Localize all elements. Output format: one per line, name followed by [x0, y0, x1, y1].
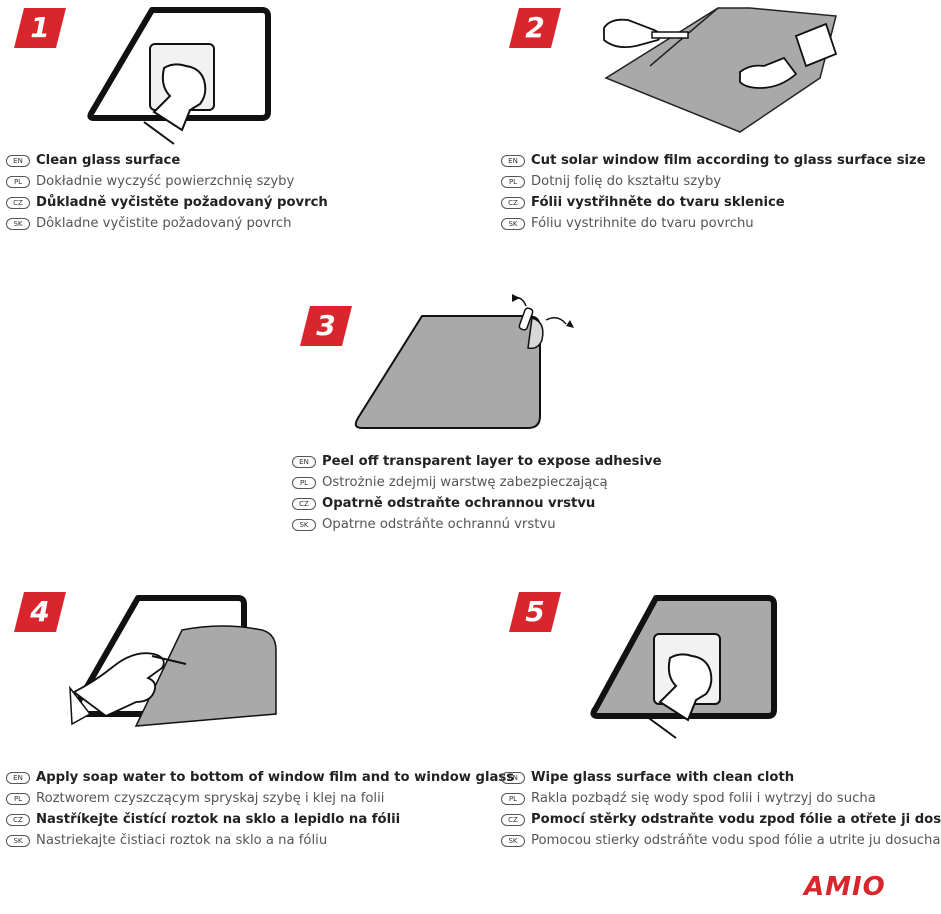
instruction-text: Opatrne odstráňte ochrannú vrstvu: [322, 517, 556, 532]
step-number-badge: 3: [300, 306, 352, 346]
lang-row-pl: PL Dotnij folię do kształtu szyby: [501, 171, 926, 192]
lang-tag: EN: [292, 455, 316, 468]
lang-row-en: EN Peel off transparent layer to expose a…: [292, 451, 662, 472]
spray-soap-illustration: [68, 592, 282, 734]
step-3-instructions: EN Peel off transparent layer to expose a…: [292, 451, 662, 535]
lang-tag: CZ: [292, 497, 316, 510]
lang-tag: EN: [501, 771, 525, 784]
step-number: 4: [30, 595, 50, 628]
instruction-text: Ostrożnie zdejmij warstwę zabezpieczając…: [322, 475, 608, 490]
lang-tag: PL: [6, 175, 30, 188]
lang-tag: PL: [501, 792, 525, 805]
lang-tag: SK: [501, 834, 525, 847]
instruction-text: Peel off transparent layer to expose adh…: [322, 454, 662, 469]
lang-tag: SK: [501, 217, 525, 230]
lang-tag: PL: [292, 476, 316, 489]
lang-row-cz: CZ Opatrně odstraňte ochrannou vrstvu: [292, 493, 662, 514]
instruction-text: Nastriekajte čistiaci roztok na sklo a n…: [36, 833, 328, 848]
lang-tag: SK: [6, 217, 30, 230]
instruction-text: Opatrně odstraňte ochrannou vrstvu: [322, 496, 596, 511]
step-number-badge: 2: [509, 8, 561, 48]
lang-row-sk: SK Pomocou stierky odstráňte vodu spod fó…: [501, 830, 941, 851]
lang-row-pl: PL Ostrożnie zdejmij warstwę zabezpieczaj…: [292, 472, 662, 493]
clean-glass-illustration: [84, 4, 274, 149]
lang-row-en: EN Apply soap water to bottom of window f…: [6, 767, 514, 788]
lang-row-en: EN Cut solar window film according to gla…: [501, 150, 926, 171]
step-2-instructions: EN Cut solar window film according to gla…: [501, 150, 926, 234]
step-4-instructions: EN Apply soap water to bottom of window f…: [6, 767, 514, 851]
cut-film-illustration: [600, 6, 840, 136]
logo-text: AMIO: [804, 872, 886, 902]
instruction-text: Nastříkejte čistící roztok na sklo a lep…: [36, 812, 401, 827]
amio-logo: AMIO: [804, 872, 928, 902]
instruction-text: Rakla pozbądź się wody spod folii i wytr…: [531, 791, 876, 806]
step-number: 1: [30, 11, 50, 44]
step-number-badge: 1: [14, 8, 66, 48]
instruction-text: Fóliu vystrihnite do tvaru povrchu: [531, 216, 754, 231]
step-1-instructions: EN Clean glass surface PL Dokładnie wyczyś…: [6, 150, 328, 234]
step-5-instructions: EN Wipe glass surface with clean cloth PL…: [501, 767, 941, 851]
step-number-badge: 4: [14, 592, 66, 632]
lang-row-cz: CZ Pomocí stěrky odstraňte vodu zpod fóli…: [501, 809, 941, 830]
lang-tag: SK: [292, 518, 316, 531]
step-number-badge: 5: [509, 592, 561, 632]
peel-layer-illustration: [350, 292, 582, 434]
lang-tag: PL: [501, 175, 525, 188]
lang-tag: EN: [6, 771, 30, 784]
lang-tag: CZ: [501, 813, 525, 826]
lang-row-pl: PL Roztworem czyszczącym spryskaj szybę i…: [6, 788, 514, 809]
lang-row-sk: SK Opatrne odstráňte ochrannú vrstvu: [292, 514, 662, 535]
instruction-text: Wipe glass surface with clean cloth: [531, 770, 795, 785]
lang-tag: EN: [6, 154, 30, 167]
lang-row-en: EN Wipe glass surface with clean cloth: [501, 767, 941, 788]
lang-row-sk: SK Nastriekajte čistiaci roztok na sklo a…: [6, 830, 514, 851]
instruction-text: Apply soap water to bottom of window fil…: [36, 770, 515, 785]
instruction-text: Clean glass surface: [36, 153, 181, 168]
step-number: 2: [525, 11, 545, 44]
instruction-text: Fólii vystřihněte do tvaru sklenice: [531, 195, 785, 210]
lang-tag: CZ: [6, 813, 30, 826]
step-number: 3: [316, 309, 336, 342]
lang-row-pl: PL Rakla pozbądź się wody spod folii i wy…: [501, 788, 941, 809]
lang-row-cz: CZ Důkladně vyčistěte požadovaný povrch: [6, 192, 328, 213]
lang-tag: EN: [501, 154, 525, 167]
lang-row-pl: PL Dokładnie wyczyść powierzchnię szyby: [6, 171, 328, 192]
lang-row-en: EN Clean glass surface: [6, 150, 328, 171]
instruction-text: Pomocí stěrky odstraňte vodu zpod fólie …: [531, 812, 941, 827]
instruction-text: Pomocou stierky odstráňte vodu spod fóli…: [531, 833, 941, 848]
lang-tag: PL: [6, 792, 30, 805]
lang-row-cz: CZ Fólii vystřihněte do tvaru sklenice: [501, 192, 926, 213]
instruction-text: Dôkladne vyčistite požadovaný povrch: [36, 216, 292, 231]
instruction-text: Roztworem czyszczącym spryskaj szybę i k…: [36, 791, 385, 806]
instruction-text: Dokładnie wyczyść powierzchnię szyby: [36, 174, 295, 189]
lang-row-sk: SK Fóliu vystrihnite do tvaru povrchu: [501, 213, 926, 234]
lang-row-sk: SK Dôkladne vyčistite požadovaný povrch: [6, 213, 328, 234]
lang-tag: CZ: [501, 196, 525, 209]
instruction-text: Cut solar window film according to glass…: [531, 153, 926, 168]
instruction-text: Důkladně vyčistěte požadovaný povrch: [36, 195, 328, 210]
lang-tag: CZ: [6, 196, 30, 209]
wipe-glass-illustration: [588, 592, 780, 742]
lang-row-cz: CZ Nastříkejte čistící roztok na sklo a l…: [6, 809, 514, 830]
step-number: 5: [525, 595, 545, 628]
instruction-text: Dotnij folię do kształtu szyby: [531, 174, 722, 189]
lang-tag: SK: [6, 834, 30, 847]
